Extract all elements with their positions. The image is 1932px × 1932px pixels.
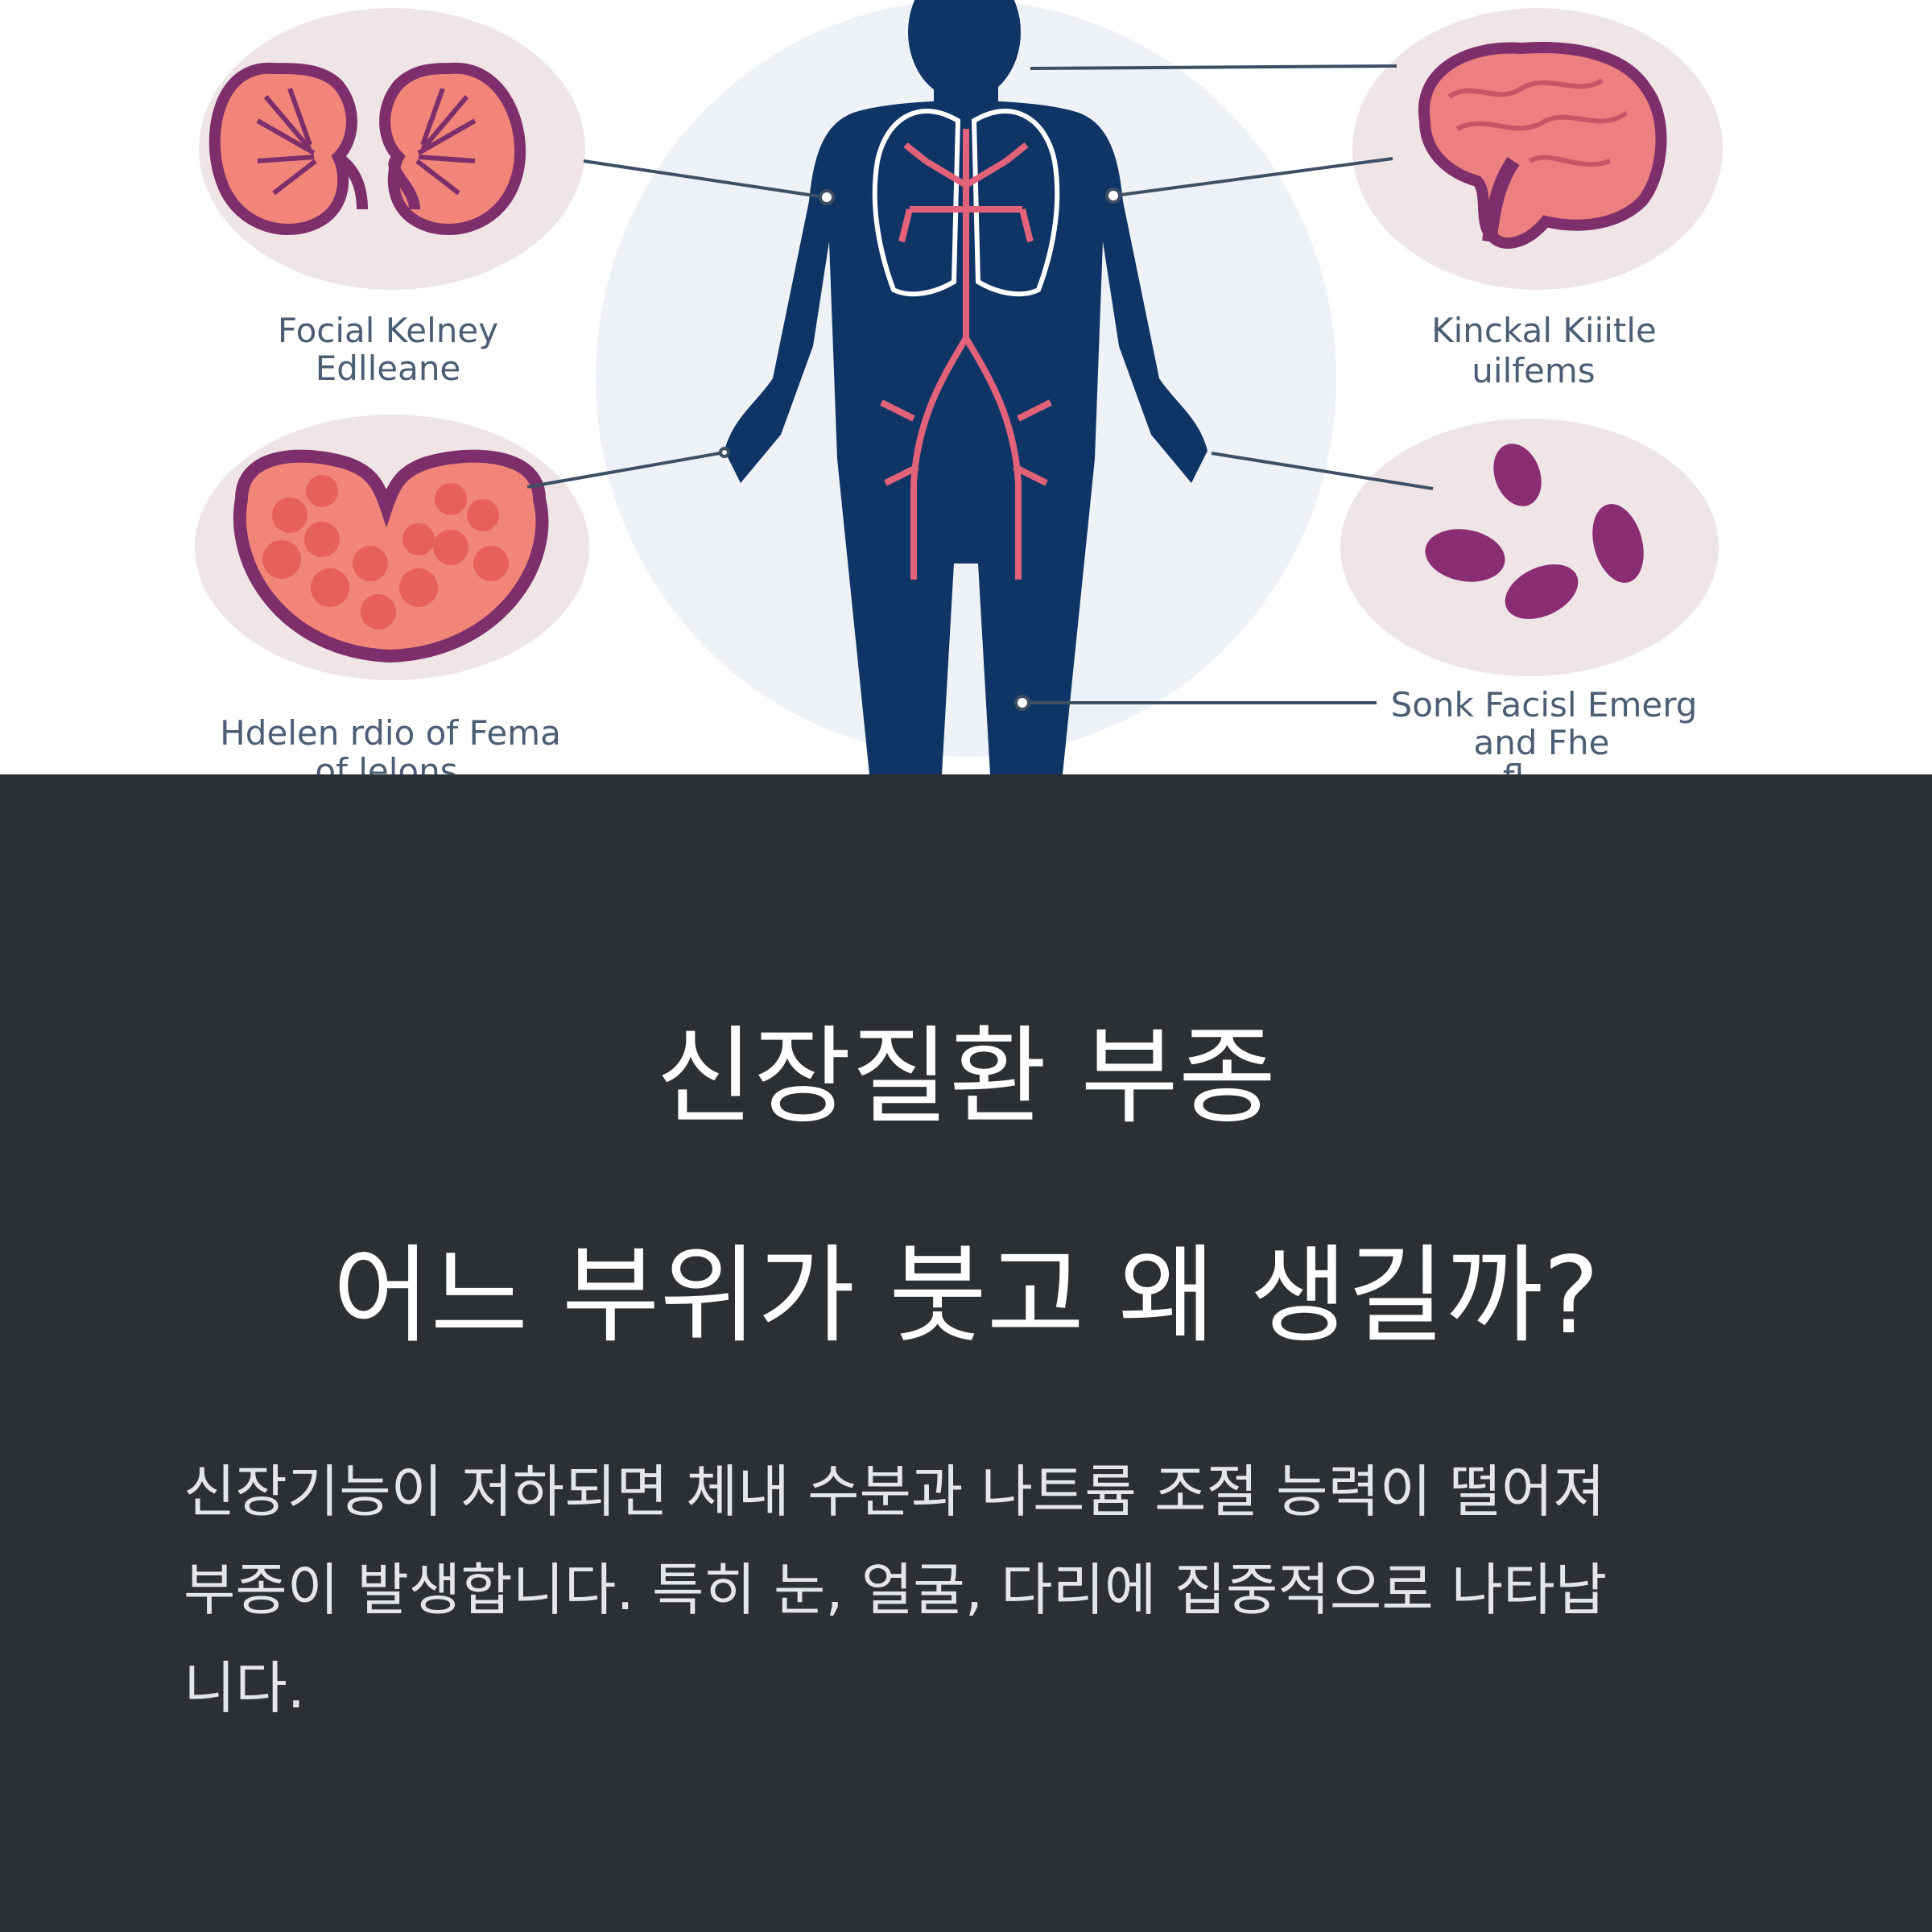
text-panel: 신장질환 부종 어느 부위가 붓고 왜 생길까? 신장기능이 저하되면 체내 수… [0,774,1932,1932]
title-line-2: 어느 부위가 붓고 왜 생길까? [332,1234,1600,1358]
description-paragraph: 신장기능이 저하되면 체내 수분과 나트륨 조절 능력이 떨어져 부종이 발생합… [184,1443,1753,1737]
description-line-1: 신장기능이 저하되면 체내 수분과 나트륨 조절 능력이 떨어져 [184,1459,1605,1525]
description-line-2: 부종이 발생합니다. 특히 눈, 얼굴, 다리에 집중적으로 나타납 [184,1557,1608,1623]
title-line-1: 신장질환 부종 [655,1015,1277,1139]
label-bottom-right-2: and Fhe [1474,723,1610,762]
label-bottom-left-2: of lelons [315,751,457,774]
brain-icon [1418,42,1667,250]
label-bottom-right-3: fl [1503,758,1524,774]
connector-lines [526,64,1434,704]
label-bottom-right-1: Sonk Facisl Emerg [1391,685,1698,724]
cells-bubble [1340,419,1719,676]
connector-dots [719,188,1121,711]
page-title: 신장질환 부종 어느 부위가 붓고 왜 생길까? [0,968,1932,1406]
kidney-edema-illustration: Focial Kelney Edlleane Kinckal Kiiitle u… [0,0,1932,774]
blood-vessels [880,129,1052,580]
body-diagram: Focial Kelney Edlleane Kinckal Kiiitle u… [195,0,1723,774]
swelling-cells-icon [1425,444,1644,619]
kidney-vessels [256,87,477,196]
label-top-right-1: Kinckal Kiiitle [1431,311,1657,350]
label-top-left-1: Focial Kelney [278,311,498,350]
lungs-icon [872,109,1060,297]
description-line-3: 니다. [184,1655,306,1721]
label-bottom-left-1: Hdelen rdio of Fema [220,713,561,753]
kidney-pair-icon [208,62,526,235]
label-top-left-2: Edlleane [316,349,461,388]
kidney-cross-section-icon [233,449,549,663]
label-top-right-2: uilfems [1472,351,1595,390]
